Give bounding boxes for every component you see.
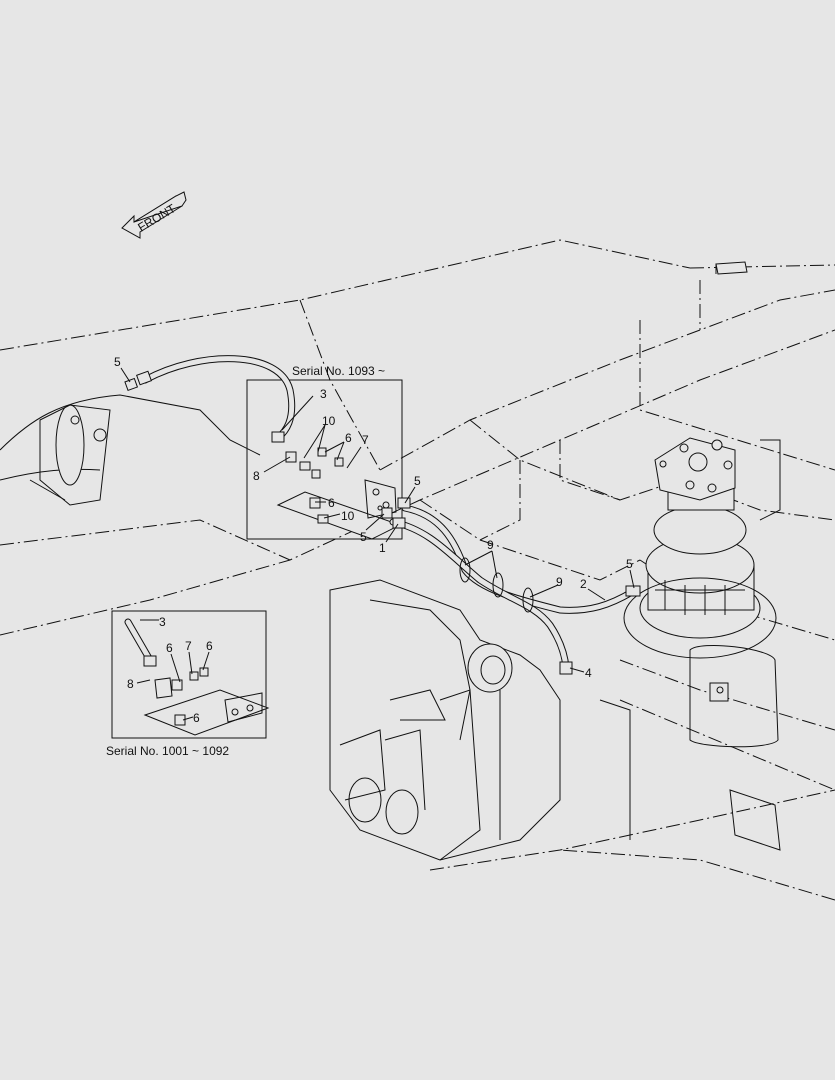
callout-1: 1	[379, 541, 386, 555]
inset-top-caption: Serial No. 1093 ~	[292, 364, 385, 378]
front-direction-arrow: FRONT	[121, 191, 187, 239]
callout-10: 10	[322, 414, 336, 428]
callout-3: 3	[159, 615, 166, 629]
lower-frame-right	[599, 644, 781, 851]
fittings	[124, 370, 641, 726]
callout-6: 6	[328, 496, 335, 510]
callout-6: 6	[345, 431, 352, 445]
callout-3: 3	[320, 387, 327, 401]
callout-5: 5	[626, 557, 633, 571]
swing-motor	[623, 437, 781, 659]
callout-7: 7	[185, 639, 192, 653]
callout-6: 6	[193, 711, 200, 725]
callout-10: 10	[341, 509, 355, 523]
callout-5: 5	[114, 355, 121, 369]
callout-9: 9	[556, 575, 563, 589]
boom-arm-left	[0, 394, 261, 506]
callout-8: 8	[127, 677, 134, 691]
callout-numbers: 5 3 10 6 7 8 6 10 5 1 5 9 9 2 5 4 3 6 7 …	[114, 355, 633, 725]
callout-6: 6	[206, 639, 213, 653]
callout-5: 5	[414, 474, 421, 488]
callout-4: 4	[585, 666, 592, 680]
callout-2: 2	[580, 577, 587, 591]
callout-7: 7	[362, 433, 369, 447]
callout-9: 9	[487, 538, 494, 552]
hose-assembly	[124, 355, 636, 672]
upper-frame-outline	[0, 239, 835, 901]
callout-8: 8	[253, 469, 260, 483]
leader-lines	[120, 367, 635, 721]
callout-5: 5	[360, 530, 367, 544]
front-arrow-label: FRONT	[135, 201, 178, 235]
swing-post	[329, 579, 561, 861]
inset-bottom-caption: Serial No. 1001 ~ 1092	[106, 744, 229, 758]
callout-6: 6	[166, 641, 173, 655]
